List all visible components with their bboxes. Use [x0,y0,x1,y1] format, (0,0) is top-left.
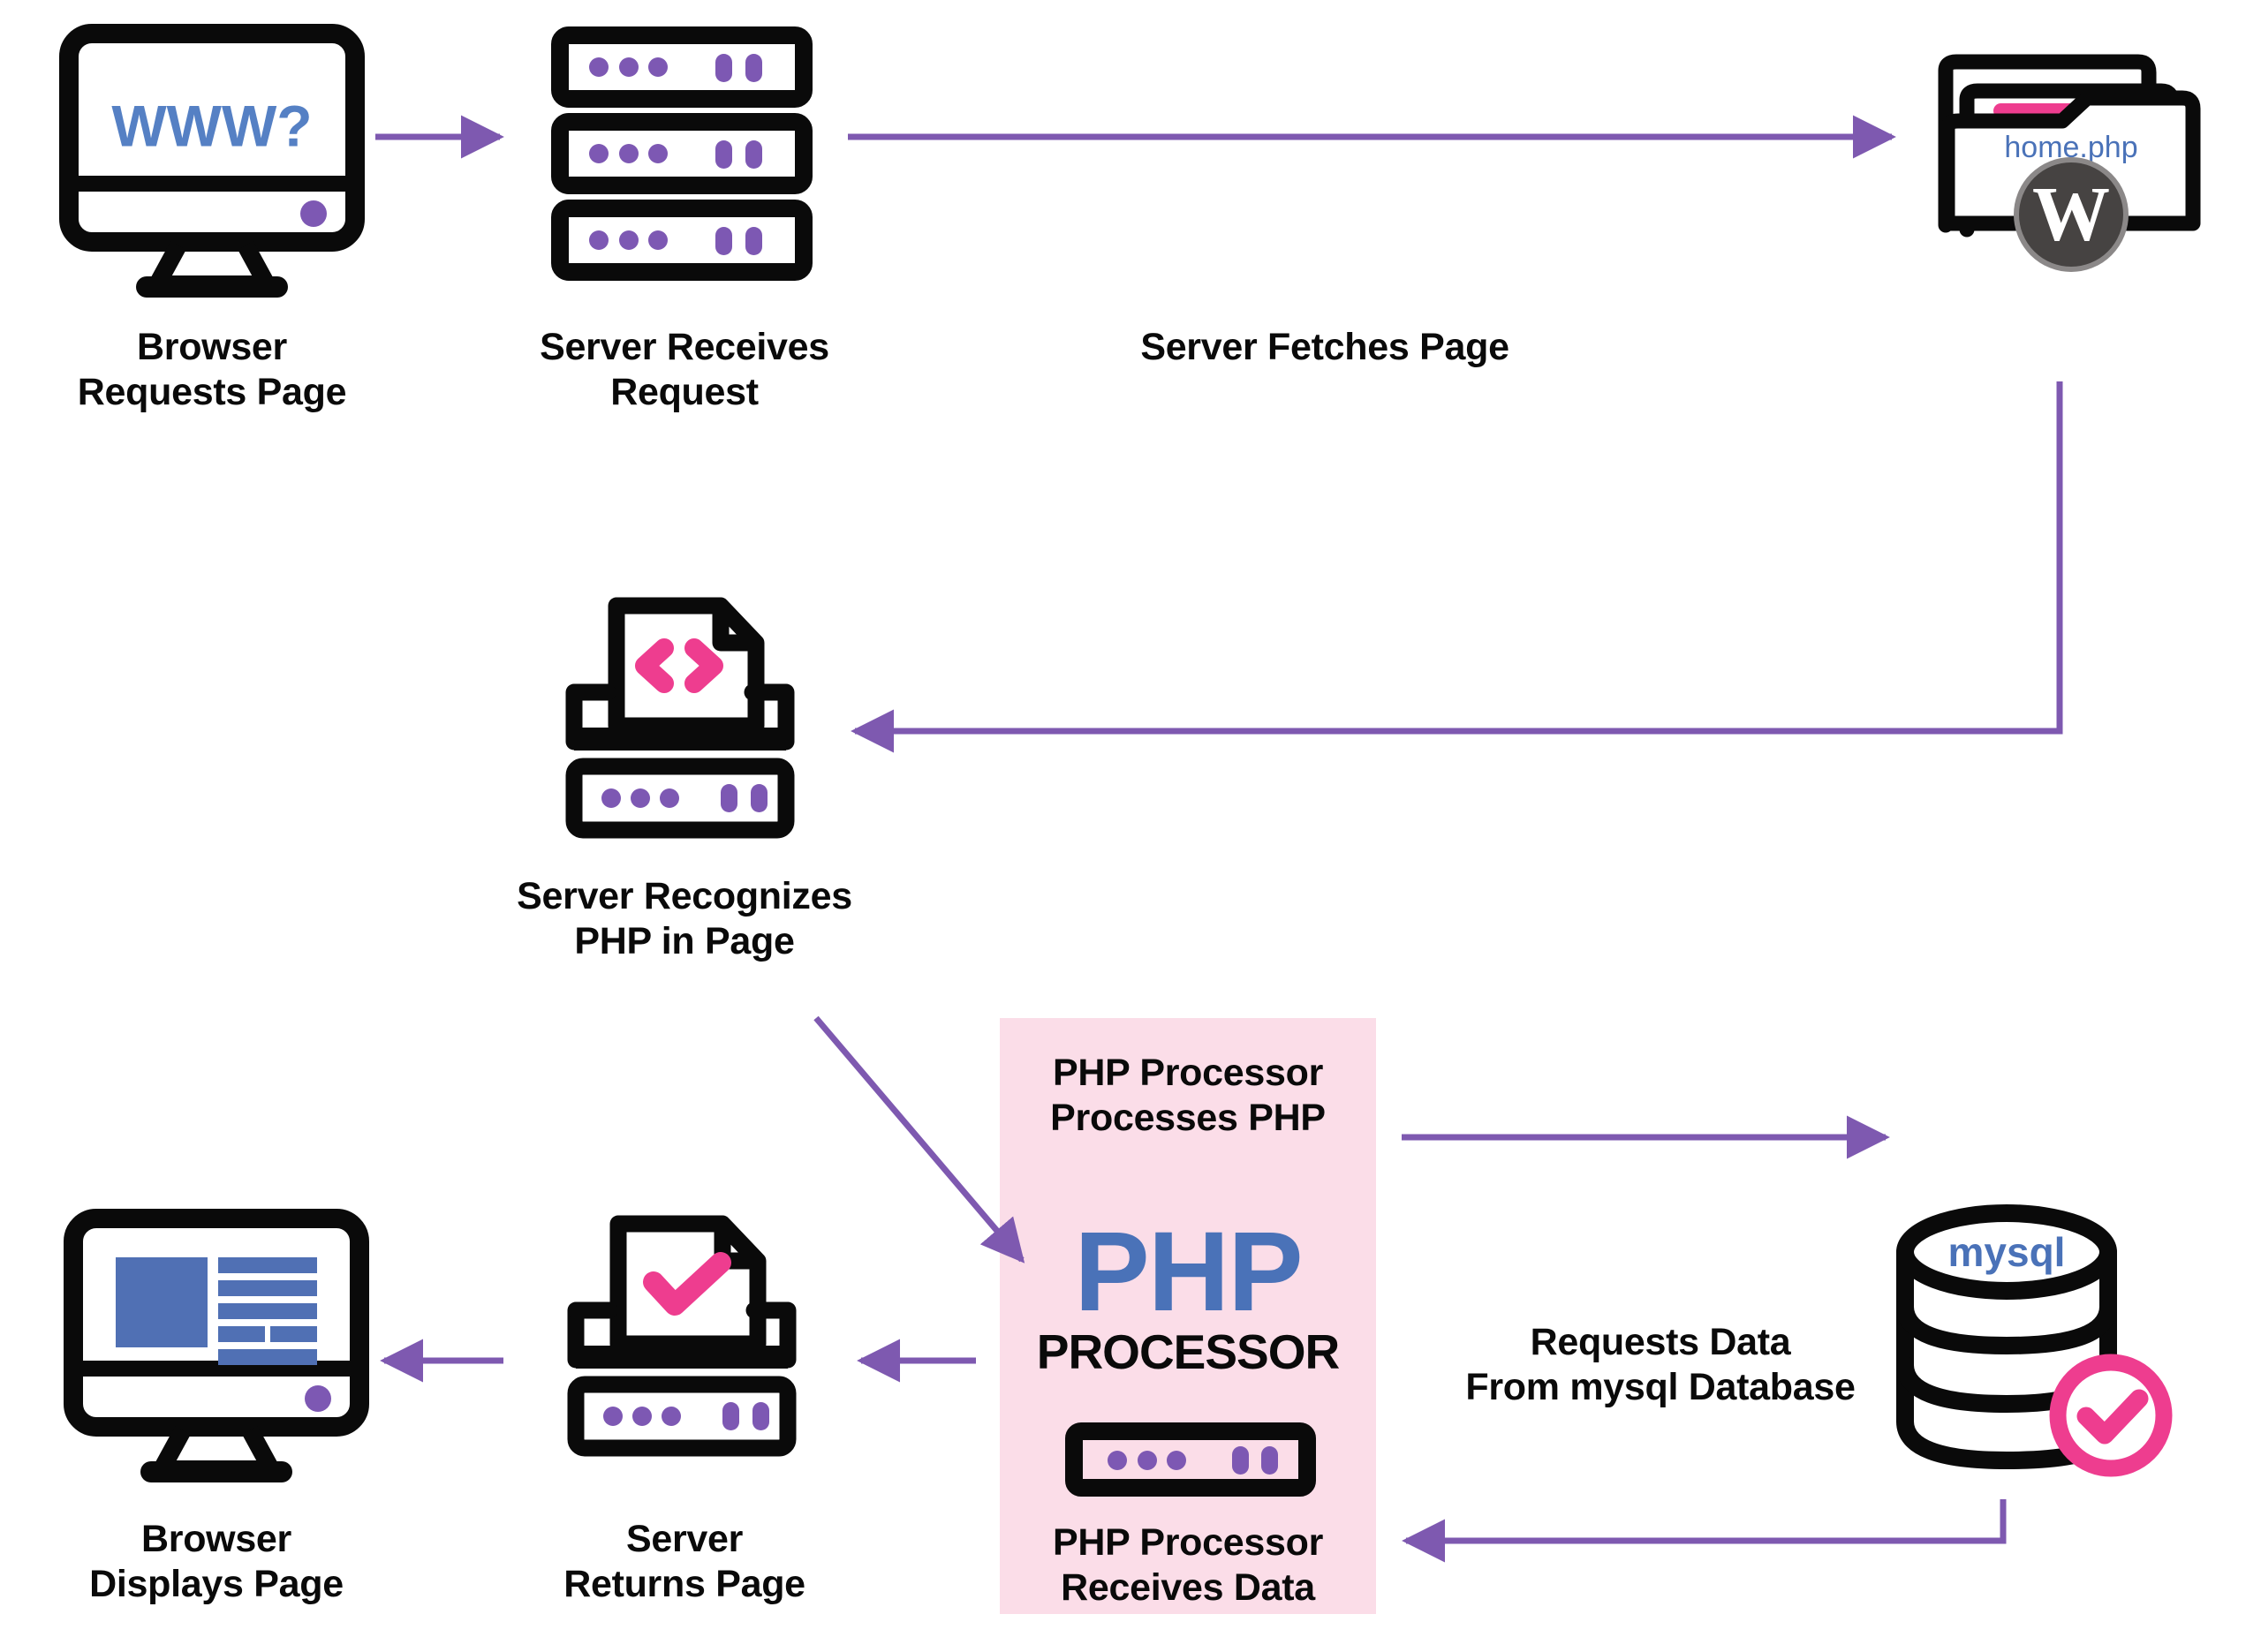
check-icon [643,1252,731,1316]
server-document-code-icon[interactable] [548,593,813,858]
wordpress-icon: W [2014,157,2129,272]
caption-php-processes: PHP Processor Processes PHP [1050,1052,1326,1139]
caption-server-recognizes: Server Recognizes PHP in Page [517,875,852,962]
folder-stack-icon[interactable]: home.php W [1930,40,2212,296]
caption-php-receives: PHP Processor Receives Data [1052,1521,1324,1609]
code-brackets-icon [635,638,723,693]
php-logo-primary: PHP [1074,1209,1303,1335]
edge-label-requests-data: Requests Data From mysql Database [1465,1321,1856,1408]
server-rack-icon[interactable] [549,26,814,283]
arrow-files-to-recognizes [851,381,2063,753]
server-unit-icon[interactable] [1064,1422,1317,1497]
caption-server-returns: Server Returns Page [563,1518,805,1605]
edge-label-server-fetches-page: Server Fetches Page [1140,326,1509,368]
database-label: mysql [1948,1229,2066,1275]
caption-browser-displays: Browser Displays Page [89,1518,344,1605]
page-content-blocks [116,1257,317,1365]
php-logo-secondary: PROCESSOR [1036,1324,1340,1379]
database-cylinder-icon[interactable]: mysql [1890,1201,2190,1483]
caption-server-receives: Server Receives Request [540,326,829,413]
wordpress-letter: W [2032,172,2110,258]
php-processor-logo: PHP PROCESSOR [1000,1209,1376,1379]
arrow-recognizes-to-php [813,1015,1025,1264]
php-processor-panel [1000,1018,1376,1614]
caption-browser-requests: Browser Requests Page [77,326,347,413]
monitor-icon[interactable]: WWW? [59,24,365,300]
arrow-database-to-php [1402,1499,2007,1563]
browser-screen-text: WWW? [111,93,312,158]
monitor-content-icon[interactable] [64,1209,369,1482]
check-circle-icon [2049,1354,2173,1477]
server-document-check-icon[interactable] [549,1211,814,1476]
